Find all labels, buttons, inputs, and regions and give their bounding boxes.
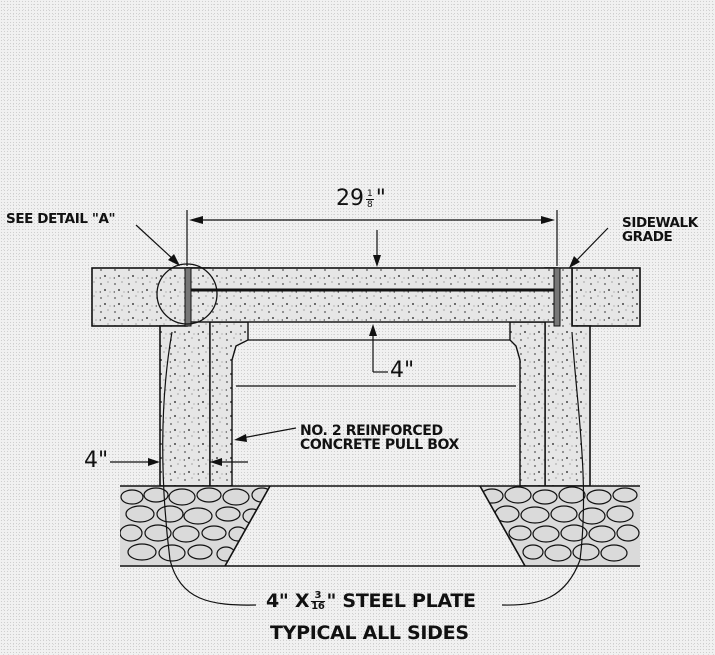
sidewalk-grade-line2: GRADE bbox=[622, 229, 673, 245]
width-fraction-numerator: 1 bbox=[366, 188, 374, 200]
steel-plate-fraction-denominator: 16 bbox=[311, 601, 325, 612]
pull-box-label: NO. 2 REINFORCED CONCRETE PULL BOX bbox=[300, 424, 459, 452]
sidewalk-slab-left bbox=[91, 267, 188, 327]
steel-plate-leaders bbox=[162, 331, 585, 606]
steel-plate-right bbox=[553, 267, 561, 327]
pull-box-leader bbox=[234, 427, 297, 442]
lid-thickness-label: 4" bbox=[390, 358, 415, 383]
wall-thickness-label: 4" bbox=[84, 448, 109, 473]
see-detail-label: SEE DETAIL "A" bbox=[6, 211, 116, 227]
sidewalk-slab-right bbox=[571, 267, 641, 327]
sidewalk-grade-leader bbox=[569, 227, 609, 268]
steel-plate-fraction-numerator: 3 bbox=[311, 591, 325, 602]
sidewalk-grade-line1: SIDEWALK bbox=[622, 215, 698, 231]
steel-plate-left bbox=[184, 267, 192, 327]
width-fraction-denominator: 8 bbox=[367, 199, 373, 210]
width-unit: " bbox=[375, 186, 386, 211]
width-dimension bbox=[186, 210, 558, 267]
typical-all-sides-label: TYPICAL ALL SIDES bbox=[270, 622, 469, 644]
gravel-outline bbox=[120, 485, 640, 567]
steel-plate-prefix: 4" X bbox=[266, 590, 310, 612]
gravel-base-right bbox=[480, 486, 640, 566]
pull-box-line1: NO. 2 REINFORCED bbox=[300, 423, 443, 439]
wall-thickness-leader bbox=[110, 458, 248, 466]
lid-thickness-leader bbox=[369, 324, 388, 373]
see-detail-leader bbox=[135, 224, 180, 266]
sidewalk-grade-label: SIDEWALK GRADE bbox=[622, 216, 698, 244]
pull-box-lid bbox=[186, 267, 558, 323]
pull-box-line2: CONCRETE PULL BOX bbox=[300, 437, 459, 453]
steel-plate-suffix: " STEEL PLATE bbox=[326, 590, 476, 612]
width-whole: 29 bbox=[336, 186, 364, 211]
gravel-base-left bbox=[120, 486, 270, 566]
inner-opening bbox=[236, 339, 516, 387]
